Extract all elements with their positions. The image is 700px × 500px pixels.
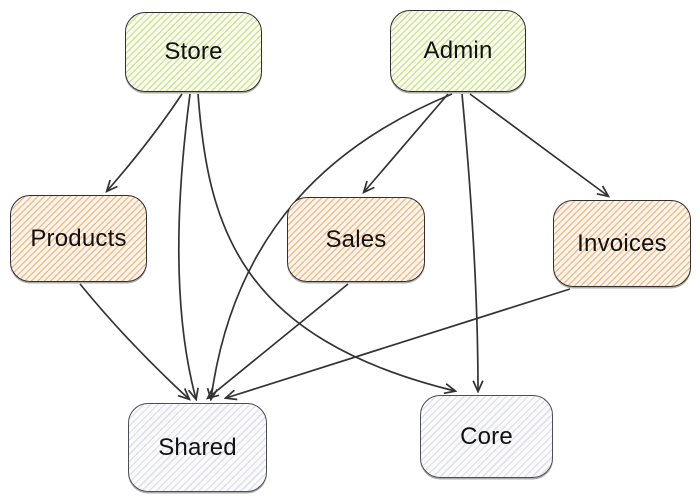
- node-products-label: Products: [30, 224, 127, 252]
- node-admin[interactable]: Admin: [390, 10, 526, 92]
- edge-invoices-shared: [226, 288, 571, 398]
- node-shared[interactable]: Shared: [128, 403, 267, 492]
- edge-admin-core: [461, 93, 478, 391]
- node-shared-label: Shared: [158, 433, 237, 461]
- node-sales-label: Sales: [325, 225, 387, 253]
- edge-admin-invoices: [469, 93, 608, 196]
- node-invoices-label: Invoices: [577, 229, 667, 257]
- node-sales[interactable]: Sales: [287, 197, 425, 282]
- edge-store-shared: [177, 93, 196, 399]
- node-products[interactable]: Products: [10, 195, 147, 282]
- edge-admin-sales: [364, 93, 449, 192]
- edge-products-shared: [79, 283, 189, 399]
- node-admin-label: Admin: [423, 37, 493, 64]
- node-invoices[interactable]: Invoices: [553, 200, 691, 287]
- node-core-label: Core: [460, 422, 513, 450]
- node-core[interactable]: Core: [420, 395, 553, 478]
- node-store[interactable]: Store: [125, 12, 262, 92]
- edge-store-products: [107, 93, 183, 191]
- node-store-label: Store: [164, 38, 223, 65]
- edge-sales-shared: [208, 283, 349, 398]
